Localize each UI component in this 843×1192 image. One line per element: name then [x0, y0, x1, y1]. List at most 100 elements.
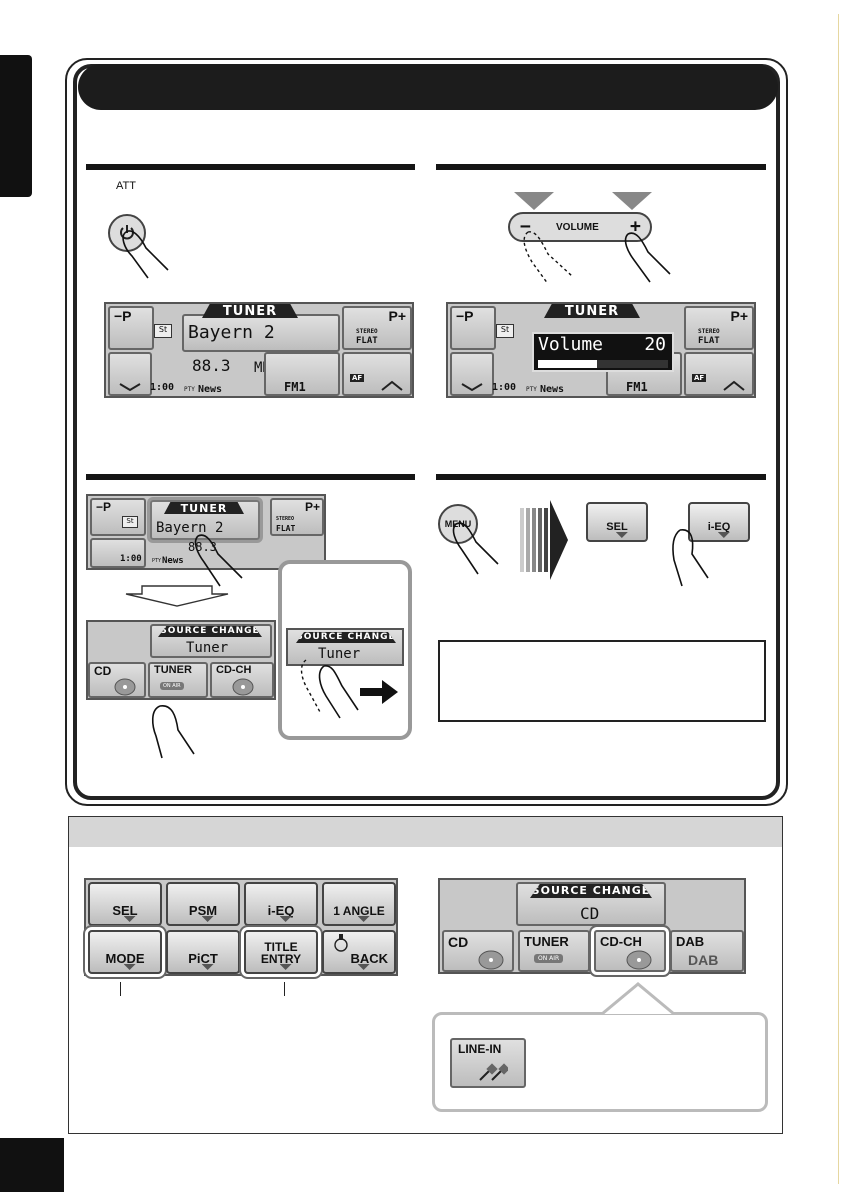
pressing-hand-icon [122, 230, 169, 279]
menu-title-entry-button[interactable]: TITLE ENTRY [244, 930, 318, 974]
ieq-button[interactable]: i-EQ [688, 502, 750, 542]
volume-down-button[interactable]: − [520, 216, 531, 237]
pressing-hand-icon [151, 705, 195, 759]
pressing-hand-icon [624, 232, 671, 283]
source-cdch-button[interactable]: CD-CH [594, 930, 666, 972]
menu-pict-button[interactable]: PiCT [166, 930, 240, 974]
clock-label: 1:00 [150, 382, 175, 393]
seek-down-button[interactable] [108, 352, 152, 396]
preset-minus-button[interactable]: −P [450, 306, 496, 350]
af-button[interactable]: AF [684, 352, 754, 396]
preset-plus-button[interactable]: P+ STEREO FLAT [270, 498, 324, 536]
down-arrow-icon [612, 192, 652, 210]
sel-button[interactable]: SEL [586, 502, 648, 542]
stereo-st-icon: St [154, 324, 172, 338]
section-rule-menu [436, 474, 766, 480]
disc-icon [478, 950, 504, 970]
reference-box-header [69, 817, 782, 847]
preset-minus-button[interactable]: −P [108, 306, 154, 350]
volume-control[interactable]: − VOLUME + [508, 212, 652, 242]
station-name-field[interactable]: Bayern 2 [182, 314, 340, 352]
tuner-source-tab: TUNER [164, 502, 244, 514]
power-button[interactable] [108, 214, 146, 252]
preset-plus-button[interactable]: P+ STEREO FLAT [684, 306, 754, 350]
clock-label: 1:00 [492, 382, 517, 393]
source-cd-button[interactable]: CD [442, 930, 514, 972]
tuner-source-tab: TUNER [544, 304, 640, 318]
section-rule-volume [436, 164, 766, 170]
source-change-tab: SOURCE CHANGE [158, 626, 262, 637]
menu-grid-display: SEL PSM i-EQ 1 ANGLE MODE PiCT TITLE ENT… [84, 878, 398, 976]
pty-value: News [162, 556, 184, 566]
volume-label: VOLUME [556, 222, 599, 233]
source-change-tab: SOURCE CHANGE [296, 632, 396, 643]
menu-sel-button[interactable]: SEL [88, 882, 162, 926]
disc-icon [232, 678, 254, 696]
volume-overlay-value: 20 [644, 334, 666, 355]
down-arrow-outline-icon [125, 585, 229, 607]
section-rule-power [86, 164, 415, 170]
on-air-badge: ON AIR [534, 954, 564, 963]
tuner-source-tab: TUNER [202, 304, 298, 318]
pty-tag: PTY [526, 386, 537, 393]
down-arrow-icon [514, 192, 554, 210]
dab-logo: DAB [688, 952, 719, 968]
source-cdch-button[interactable]: CD-CH [210, 662, 274, 698]
att-label: ATT [116, 180, 136, 192]
knob-icon [334, 934, 348, 952]
volume-overlay-label: Volume [538, 334, 604, 355]
menu-back-button[interactable]: BACK [322, 930, 396, 974]
mode-pointer-line [120, 982, 121, 996]
tuner-display-small: −P St Bayern 2 TUNER P+ STEREO FLAT 1:00… [86, 494, 326, 570]
reference-box [68, 816, 783, 1134]
chevron-up-icon [723, 380, 745, 391]
volume-level-fill [538, 360, 597, 368]
gradient-arrow-icon [520, 500, 568, 580]
seek-down-button[interactable]: 1:00 [90, 538, 146, 568]
pressing-hand-icon [194, 534, 243, 587]
title-entry-pointer-line [284, 982, 285, 996]
band-button[interactable]: FM1 [264, 352, 340, 396]
stereo-st-icon: St [496, 324, 514, 338]
pty-value: News [198, 384, 223, 395]
line-in-button[interactable]: LINE-IN [450, 1038, 526, 1088]
menu-ieq-button[interactable]: i-EQ [244, 882, 318, 926]
pty-tag: PTY [152, 558, 162, 564]
pressing-hand-icon [452, 522, 499, 575]
frequency-label: 88.3 [192, 356, 231, 375]
rca-plug-icon [479, 1063, 508, 1081]
disc-icon [626, 950, 652, 970]
page-number-block [0, 1138, 64, 1192]
volume-level-track [538, 360, 668, 368]
tuner-display: −P St Bayern 2 TUNER P+ STEREO FLAT 1:00… [104, 302, 414, 398]
volume-up-button[interactable]: + [630, 216, 641, 237]
dotted-hand-icon [523, 231, 573, 285]
menu-mode-button[interactable]: MODE [88, 930, 162, 974]
af-button[interactable]: AF [342, 352, 412, 396]
tuner-display-volume: −P St TUNER P+ STEREO FLAT 1:00 PTY News… [446, 302, 756, 398]
disc-icon [114, 678, 136, 696]
zoomed-source-field[interactable]: SOURCE CHANGE Tuner [286, 628, 404, 666]
source-cd-button[interactable]: CD [88, 662, 146, 698]
seek-down-button[interactable] [450, 352, 494, 396]
preset-minus-button[interactable]: −P [90, 498, 146, 536]
section-rule-source [86, 474, 415, 480]
chevron-down-icon [119, 383, 141, 392]
pty-value: News [540, 384, 565, 395]
menu-psm-button[interactable]: PSM [166, 882, 240, 926]
chevron-down-icon [461, 383, 483, 392]
on-air-badge: ON AIR [160, 682, 184, 690]
preset-plus-button[interactable]: P+ STEREO FLAT [342, 306, 412, 350]
crop-mark [838, 14, 839, 1184]
zoomed-current-source: Tuner [318, 646, 361, 662]
line-in-callout [432, 1012, 768, 1112]
pressing-hand-icon [672, 529, 709, 587]
title-bar [78, 64, 778, 110]
menu-angle-button[interactable]: 1 ANGLE [322, 882, 396, 926]
stereo-st-icon: St [122, 516, 138, 528]
